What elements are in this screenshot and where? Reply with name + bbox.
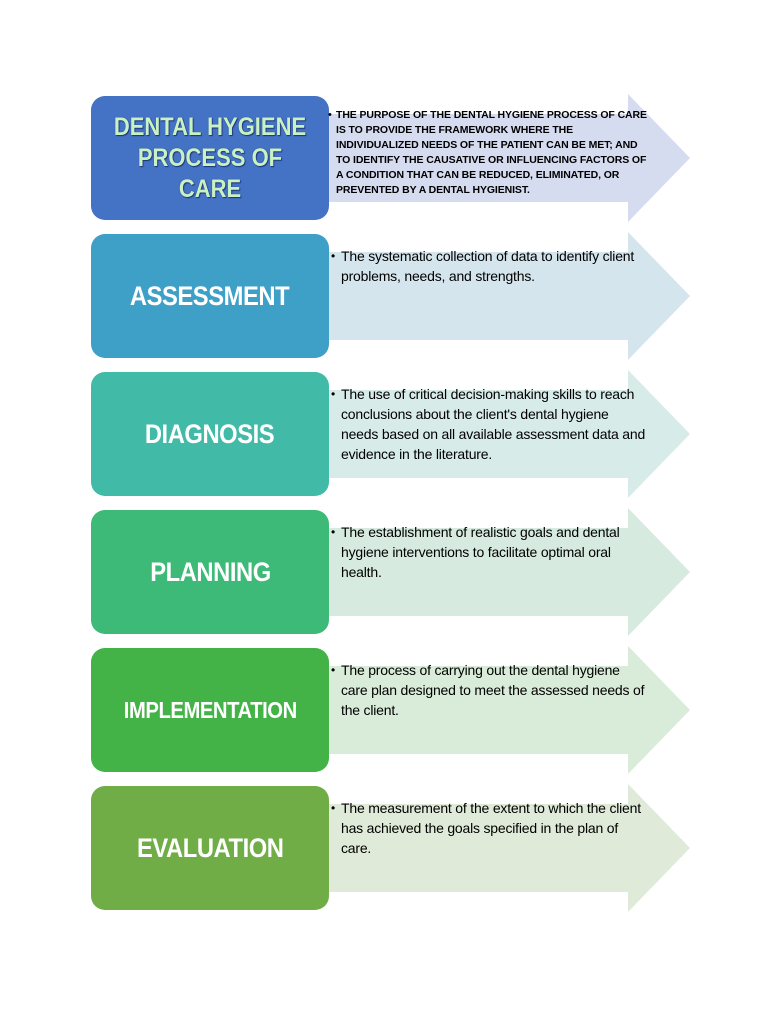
stage-label-box: IMPLEMENTATION — [91, 648, 329, 772]
bullet-icon: • — [331, 387, 336, 401]
stage-description-text: The measurement of the extent to which t… — [341, 800, 641, 856]
stage-row-process-of-care: DENTAL HYGIENE PROCESS OF CARE • THE PUR… — [91, 94, 691, 222]
stage-label: ASSESSMENT — [130, 281, 290, 311]
stage-row-planning: PLANNING • The establishment of realisti… — [91, 508, 691, 636]
stage-label: PLANNING — [149, 557, 271, 587]
stage-row-evaluation: EVALUATION • The measurement of the exte… — [91, 784, 691, 912]
stage-label-box: DIAGNOSIS — [91, 372, 329, 496]
stage-description: • The measurement of the extent to which… — [331, 798, 649, 858]
stage-label: DIAGNOSIS — [145, 419, 275, 449]
stage-row-implementation: IMPLEMENTATION • The process of carrying… — [91, 646, 691, 774]
stage-description-text: The process of carrying out the dental h… — [341, 662, 645, 718]
stage-row-diagnosis: DIAGNOSIS • The use of critical decision… — [91, 370, 691, 498]
bullet-icon: • — [331, 249, 336, 263]
stage-label: DENTAL HYGIENE PROCESS OF CARE — [113, 112, 307, 203]
bullet-icon: • — [331, 663, 336, 677]
stage-description-text: THE PURPOSE OF THE DENTAL HYGIENE PROCES… — [336, 109, 647, 196]
bullet-icon: • — [328, 109, 332, 121]
stage-description: • The establishment of realistic goals a… — [331, 522, 649, 582]
bullet-icon: • — [331, 801, 336, 815]
stage-label: EVALUATION — [136, 833, 284, 863]
stage-description-text: The establishment of realistic goals and… — [341, 524, 620, 580]
stage-description: • The systematic collection of data to i… — [331, 246, 649, 286]
stage-row-assessment: ASSESSMENT • The systematic collection o… — [91, 232, 691, 360]
bullet-icon: • — [331, 525, 336, 539]
stage-label-box: PLANNING — [91, 510, 329, 634]
stage-label: IMPLEMENTATION — [123, 697, 297, 723]
stage-description: • The process of carrying out the dental… — [331, 660, 649, 720]
stage-description-text: The use of critical decision-making skil… — [341, 386, 646, 462]
stage-description: • The use of critical decision-making sk… — [331, 384, 649, 464]
stage-description: • THE PURPOSE OF THE DENTAL HYGIENE PROC… — [328, 108, 650, 198]
stage-description-text: The systematic collection of data to ide… — [341, 248, 635, 284]
stage-label-box: ASSESSMENT — [91, 234, 329, 358]
stage-label-box: EVALUATION — [91, 786, 329, 910]
stage-label-box: DENTAL HYGIENE PROCESS OF CARE — [91, 96, 329, 220]
